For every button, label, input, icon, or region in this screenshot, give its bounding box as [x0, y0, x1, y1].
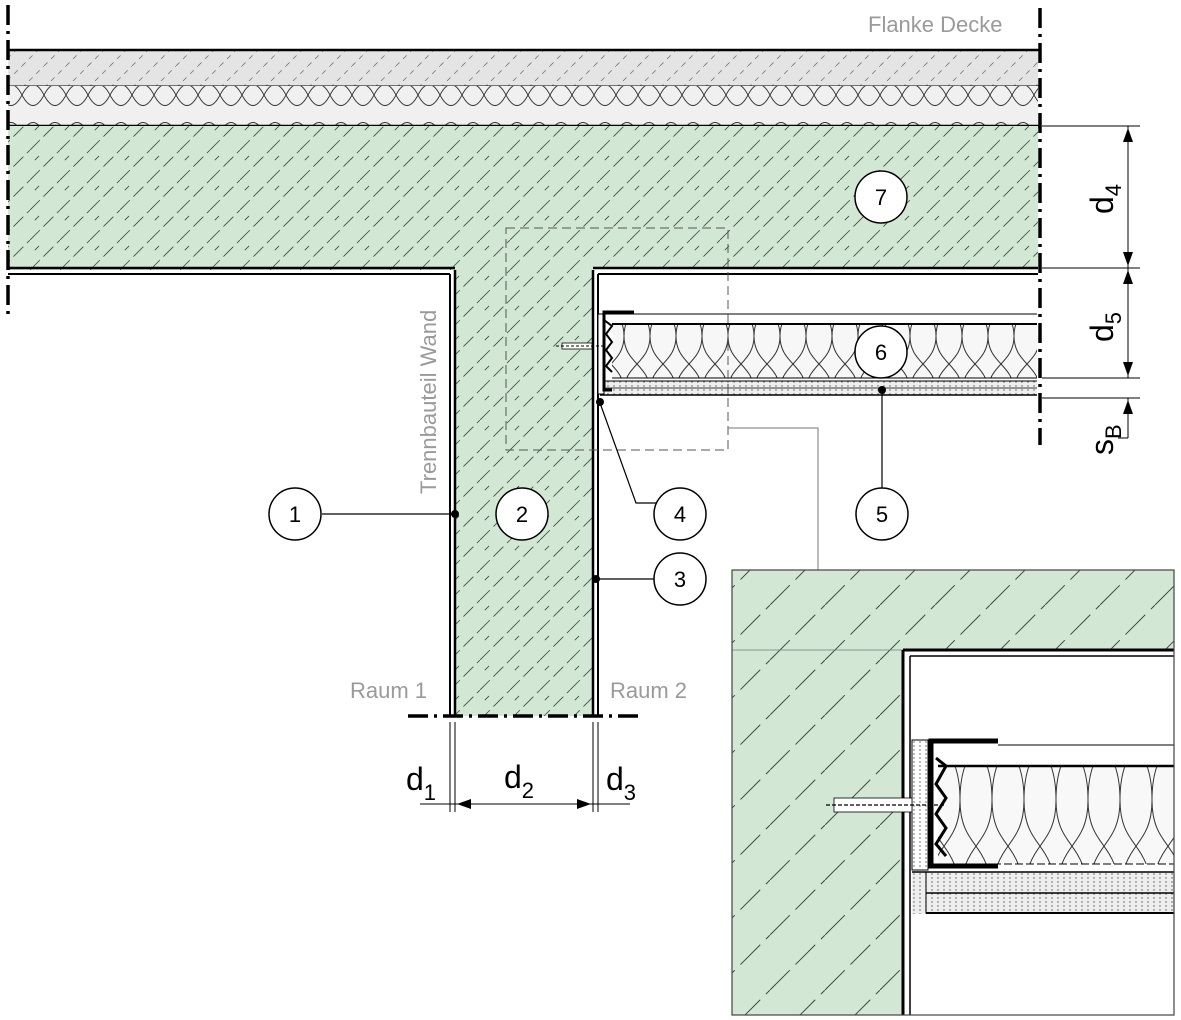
marker-1: 1 [268, 487, 322, 541]
svg-text:2: 2 [516, 502, 528, 527]
wall-profile [602, 310, 634, 392]
dimension-d4: d4 [1042, 125, 1140, 269]
dimension-d2: d2 [504, 759, 534, 803]
dimension-sB: sB [1042, 397, 1140, 455]
svg-text:6: 6 [875, 340, 887, 365]
svg-text:7: 7 [875, 185, 887, 210]
marker-5: 5 [855, 487, 909, 541]
marker-6: 6 [854, 325, 908, 379]
leader-lines [322, 392, 883, 580]
dimension-bottom [420, 722, 630, 812]
dimension-d3: d3 [606, 761, 636, 805]
dimension-d5: d5 [1042, 268, 1140, 379]
detail-inset [731, 569, 1175, 1016]
room1-label: Raum 1 [350, 678, 427, 703]
marker-7: 7 [854, 170, 908, 224]
dimension-d1: d1 [406, 761, 436, 805]
flank-label: Flanke Decke [868, 12, 1003, 37]
svg-text:sB: sB [1084, 424, 1126, 455]
room2-label: Raum 2 [610, 678, 687, 703]
svg-text:d4: d4 [1084, 184, 1126, 214]
anchor-dowel-icon [556, 342, 604, 350]
svg-text:d5: d5 [1084, 312, 1126, 342]
svg-text:1: 1 [289, 502, 301, 527]
marker-4: 4 [653, 487, 707, 541]
marker-3: 3 [653, 552, 707, 606]
svg-text:5: 5 [876, 502, 888, 527]
svg-text:4: 4 [674, 502, 686, 527]
marker-2: 2 [495, 487, 549, 541]
separating-wall-label: Trennbauteil Wand [416, 310, 441, 494]
svg-text:3: 3 [674, 567, 686, 592]
